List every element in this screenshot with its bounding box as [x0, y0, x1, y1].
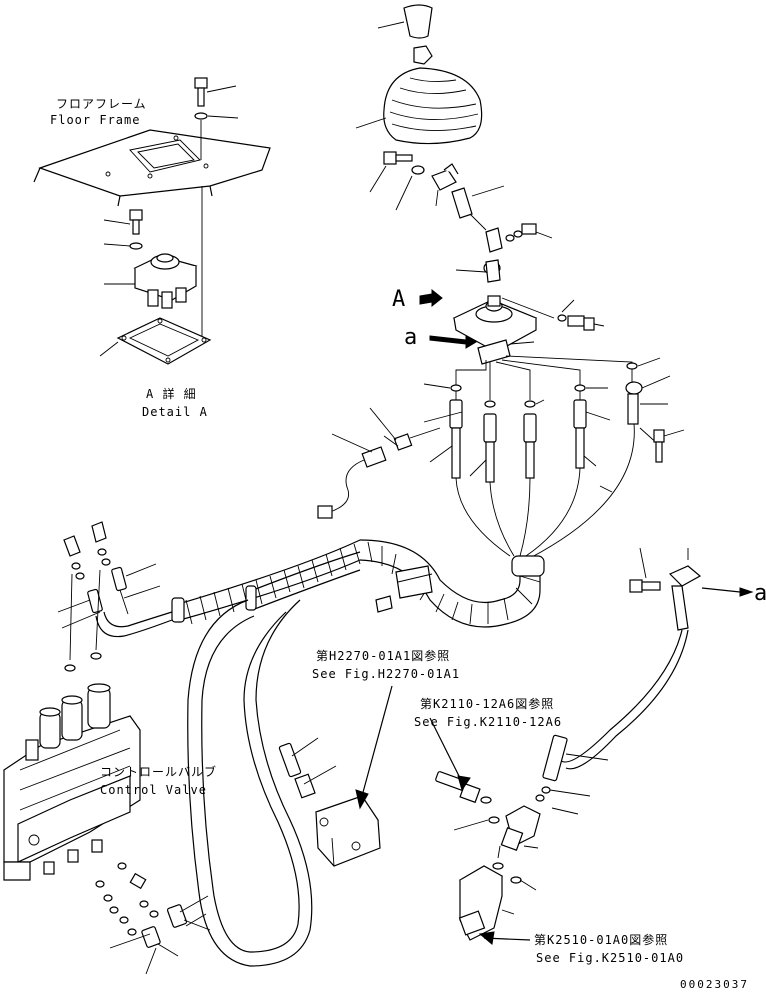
detail-a-label-en: Detail A	[142, 405, 208, 419]
frame-bolt	[194, 77, 239, 160]
pressure-switch-harness	[317, 407, 441, 519]
long-hose-loop	[187, 599, 313, 967]
ref-k2510-label-en: See Fig.K2510-01A0	[536, 951, 684, 965]
lever-knob	[377, 4, 433, 39]
floor-frame-label-jp: フロアフレーム	[56, 97, 147, 111]
left-hose-line	[57, 563, 173, 638]
lever-bracket	[431, 163, 505, 231]
valve-elbows	[63, 521, 111, 672]
point-a-label: a	[404, 325, 417, 350]
control-valve-label-jp: コントロールバルブ	[100, 764, 217, 779]
drawing-number: 00023037	[680, 978, 749, 991]
connector-block-center	[315, 685, 393, 867]
ref-h2270-label-jp: 第H2270-01A1図参照	[316, 648, 450, 663]
floor-frame-label-en: Floor Frame	[50, 113, 140, 127]
floor-frame-plate	[33, 129, 271, 207]
spiral-hose-bundle	[171, 539, 545, 628]
right-lower-valve	[458, 862, 537, 945]
valve-lower-fittings	[95, 862, 211, 975]
valve-bolt	[103, 209, 143, 250]
view-arrow-icon	[419, 288, 443, 308]
pilot-valve-assembly	[452, 295, 555, 365]
right-elbow-fitting	[429, 717, 541, 859]
control-valve	[3, 683, 141, 881]
pilot-valve-detail	[104, 253, 198, 309]
ref-k2110-label-jp: 第K2110-12A6図参照	[420, 696, 554, 711]
lever-pin	[369, 151, 425, 211]
ref-h2270-label-en: See Fig.H2270-01A1	[312, 667, 460, 681]
right-long-hose	[535, 629, 689, 815]
center-hose-fitting	[278, 737, 337, 799]
ref-k2110-label-en: See Fig.K2110-12A6	[414, 715, 562, 729]
hose-sleeves-upper	[429, 427, 597, 483]
view-arrow-label: A	[392, 287, 405, 312]
small-bolt-right	[505, 223, 553, 242]
lever-clevis	[455, 227, 503, 283]
detail-a-label-jp: A 詳 細	[146, 386, 197, 401]
point-a-arrow-icon	[429, 335, 477, 349]
washer-bolt-right	[557, 299, 605, 331]
ref-k2510-label-jp: 第K2510-01A0図参照	[534, 932, 668, 947]
lever-boot	[355, 67, 483, 145]
hose-fittings-upper	[423, 375, 671, 443]
detail-gasket	[99, 186, 212, 365]
o-rings-row	[423, 357, 661, 408]
point-a-right-label: a	[754, 581, 766, 606]
control-valve-label-en: Control Valve	[100, 783, 207, 797]
small-bolt-lower-right	[653, 429, 685, 463]
right-bolt-assembly	[629, 547, 754, 631]
lever-nut	[413, 45, 433, 65]
